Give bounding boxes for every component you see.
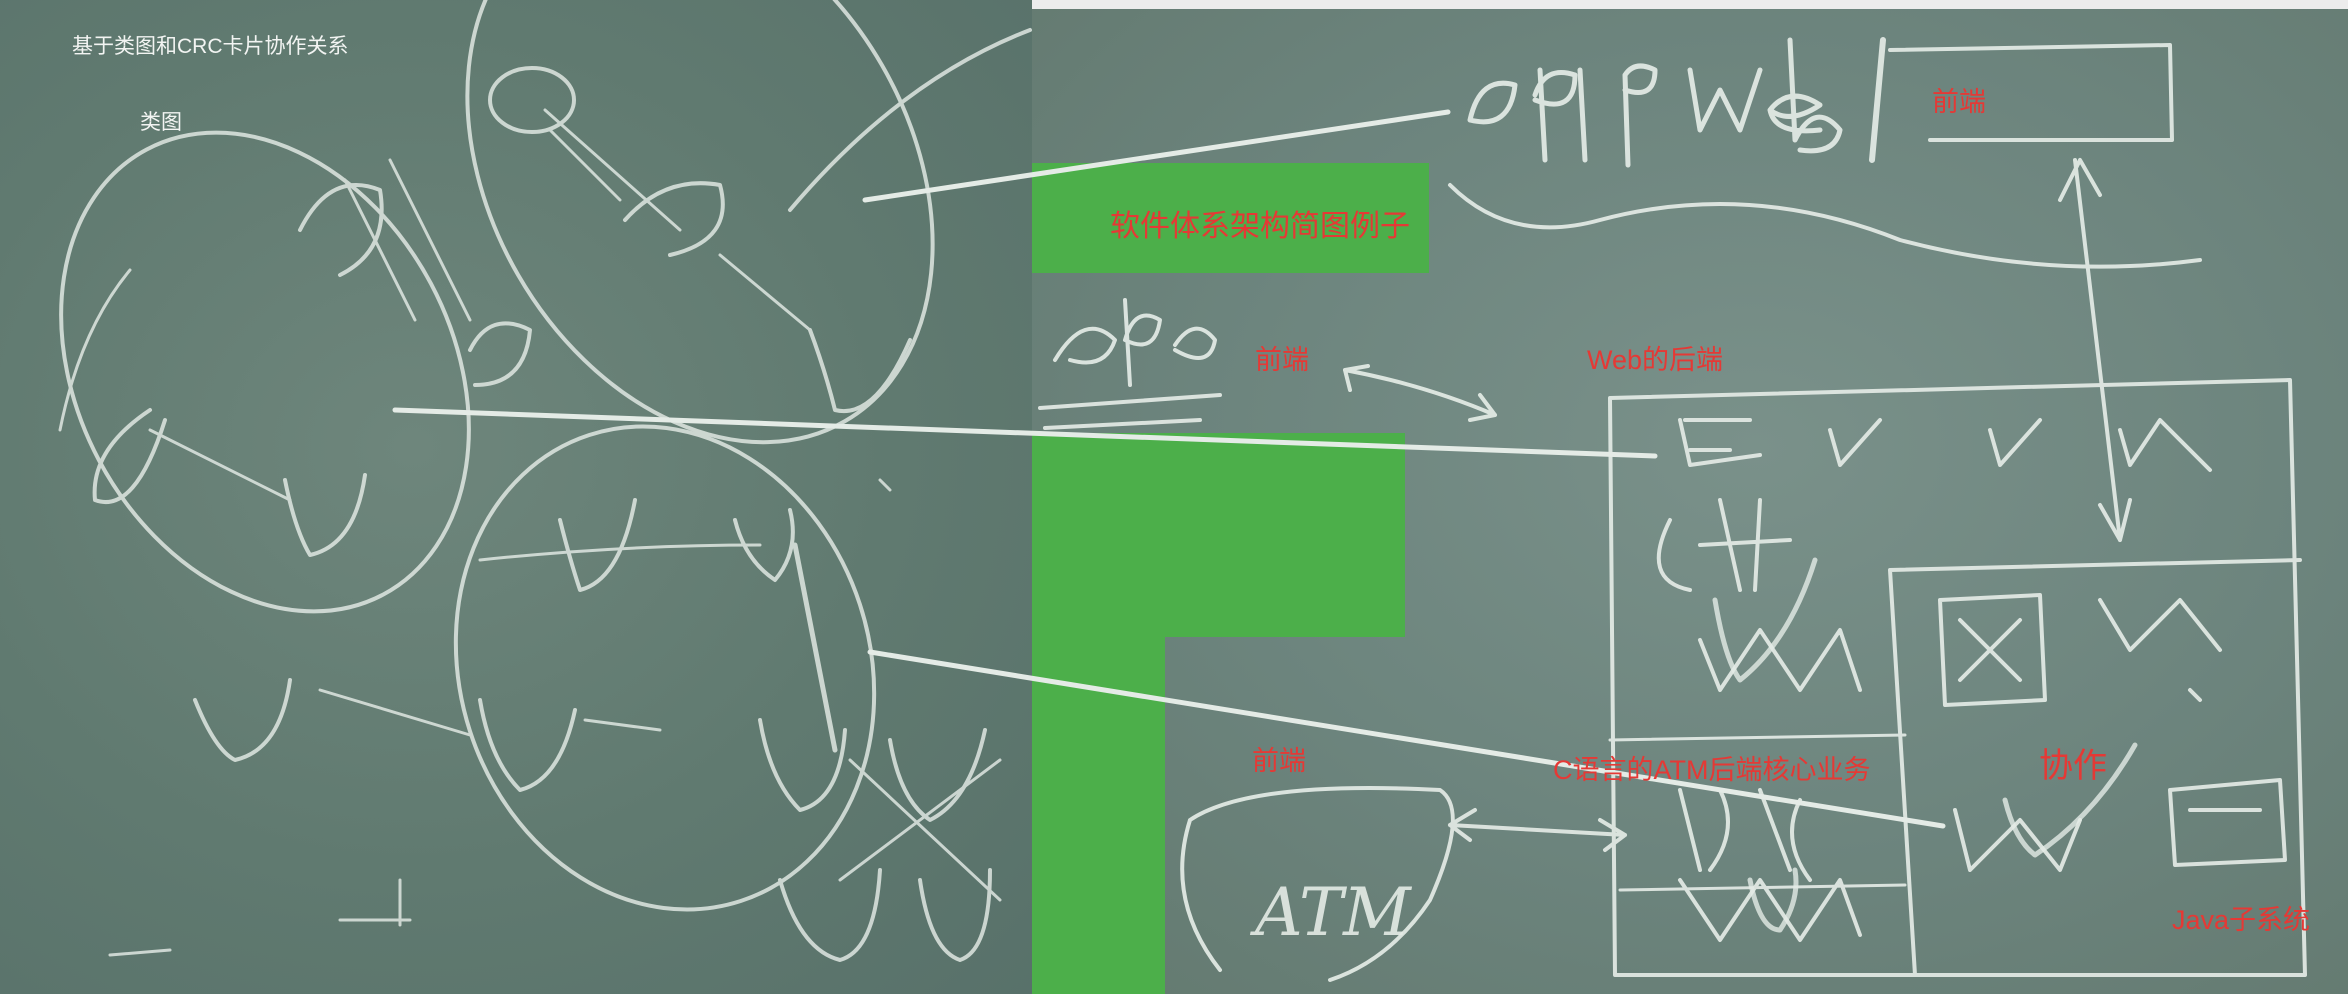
class-diagram-photo	[0, 0, 1032, 994]
frontend-top-label: 前端	[1932, 87, 1986, 117]
arch-example-label: 软件体系架构简图例子	[1110, 210, 1410, 243]
collaboration-label: 协作	[2039, 747, 2107, 785]
java-subsystem-label: Java子系统	[2172, 905, 2311, 935]
connector-to-java-subsystem	[867, 649, 1946, 829]
architecture-sketch	[1038, 37, 2307, 982]
web-chalk: web	[1055, 330, 1180, 400]
left-title: 基于类图和CRC卡片协作关系	[72, 35, 349, 58]
frontend-atm-label: 前端	[1252, 746, 1306, 776]
c-atm-core-label: C语言的ATM后端核心业务	[1553, 755, 1871, 785]
yellow-chalk-marks	[1712, 557, 2138, 933]
connector-lines	[392, 109, 1946, 829]
connector-to-web-backend	[392, 407, 1658, 459]
class-diagram-sketch	[58, 0, 1032, 962]
chalk-handwritten-text: app web web ATM	[1055, 63, 1778, 951]
web-backend-label: Web的后端	[1587, 345, 1724, 375]
app-web-chalk: app web	[1470, 63, 1778, 147]
photo-top-edge	[1032, 0, 2348, 9]
connector-to-app-web	[862, 109, 1451, 203]
atm-chalk: ATM	[1249, 874, 1412, 951]
left-subtitle: 类图	[140, 111, 182, 134]
cover-block-upper	[1032, 433, 1405, 637]
frontend-web-label: 前端	[1255, 345, 1309, 375]
arch-example-highlight	[1032, 163, 1429, 273]
